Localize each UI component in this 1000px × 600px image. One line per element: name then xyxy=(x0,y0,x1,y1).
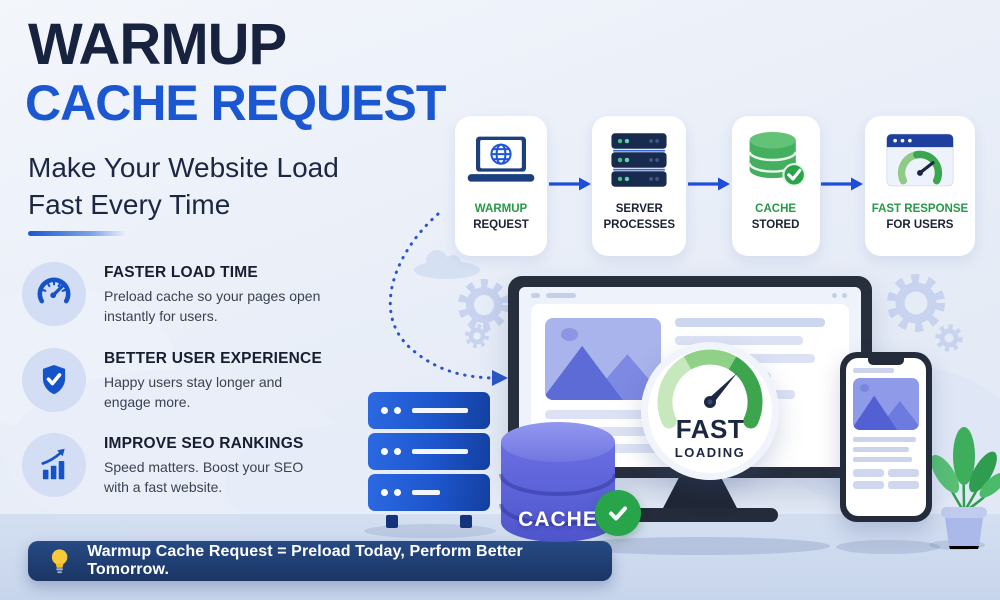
feature-title: IMPROVE SEO RANKINGS xyxy=(104,435,304,453)
flow-card-label: SERVER PROCESSES xyxy=(604,202,676,233)
feature-icon-circle xyxy=(22,347,86,412)
check-badge-icon xyxy=(595,490,641,536)
flow-label-line2: FOR USERS xyxy=(886,218,954,231)
flow-label-line2: REQUEST xyxy=(473,218,529,231)
potted-plant xyxy=(925,412,1000,550)
phone-notch xyxy=(868,358,904,365)
text-placeholder xyxy=(853,457,913,462)
text-placeholder xyxy=(853,368,894,373)
gear-icon xyxy=(458,279,510,348)
flow-card-label: WARMUP REQUEST xyxy=(473,202,529,233)
flow-card-warmup-request: WARMUP REQUEST xyxy=(455,116,547,256)
server-rack xyxy=(368,392,490,528)
feature-title: BETTER USER EXPERIENCE xyxy=(104,349,322,367)
feature-description: Preload cache so your pages open instant… xyxy=(104,288,321,325)
flow-card-label: CACHE STORED xyxy=(752,202,800,233)
flow-label-line1: FAST RESPONSE xyxy=(871,203,969,215)
speed-gauge-badge: FAST LOADING xyxy=(641,342,779,480)
browser-window-dots xyxy=(832,293,847,298)
browser-tab-pills xyxy=(531,293,576,298)
feature-description: Happy users stay longer and engage more. xyxy=(104,373,283,410)
feature-list: FASTER LOAD TIME Preload cache so your p… xyxy=(22,258,352,515)
flow-label-line1: WARMUP xyxy=(474,203,528,215)
gauge-arc-icon xyxy=(657,349,763,429)
arrow-right-icon xyxy=(821,177,864,191)
footer-banner: Warmup Cache Request = Preload Today, Pe… xyxy=(28,541,612,581)
laptop-globe-icon xyxy=(467,136,535,182)
monitor-base xyxy=(632,508,778,522)
database-check-icon xyxy=(747,131,806,187)
flow-card-fast-response: FAST RESPONSE FOR USERS xyxy=(864,116,975,256)
cache-label: CACHE xyxy=(518,508,598,531)
flow-card-cache-stored: CACHE STORED xyxy=(731,116,820,256)
flow-label-line2: STORED xyxy=(751,218,800,231)
gear-icon xyxy=(887,274,963,352)
feature-improve-seo-rankings: IMPROVE SEO RANKINGS Speed matters. Boos… xyxy=(22,429,352,498)
sun-icon xyxy=(859,384,869,393)
phone-screen xyxy=(846,358,926,516)
flow-card-icon-area xyxy=(608,128,670,192)
flow-card-server-processes: SERVER PROCESSES xyxy=(592,116,687,256)
subtitle-underline xyxy=(28,231,126,236)
shield-check-icon xyxy=(42,364,66,394)
gauge-label-loading: LOADING xyxy=(674,445,746,460)
sun-icon xyxy=(561,327,579,341)
feature-text: FASTER LOAD TIME Preload cache so your p… xyxy=(104,258,322,327)
footer-message: Warmup Cache Request = Preload Today, Pe… xyxy=(87,543,523,578)
title-line2: CACHE REQUEST xyxy=(25,75,446,131)
smartphone xyxy=(840,352,932,522)
feature-text: BETTER USER EXPERIENCE Happy users stay … xyxy=(104,344,322,413)
lightbulb-icon xyxy=(51,549,68,574)
flow-card-icon-area xyxy=(885,128,955,192)
database-cylinder-icon xyxy=(499,422,617,542)
feature-icon-circle xyxy=(22,262,86,326)
arrow-right-icon xyxy=(548,177,591,191)
server-stack-icon xyxy=(611,133,667,187)
server-unit xyxy=(368,392,490,429)
server-unit xyxy=(368,474,490,511)
feature-better-user-experience: BETTER USER EXPERIENCE Happy users stay … xyxy=(22,344,352,413)
bar-growth-icon xyxy=(41,448,65,480)
plant-icon xyxy=(930,427,1000,549)
flow-label-line2: PROCESSES xyxy=(603,218,676,231)
speedometer-icon xyxy=(37,277,71,304)
cache-database: CACHE xyxy=(498,418,641,548)
pill-placeholder-grid xyxy=(853,469,919,489)
title-line1: WARMUP xyxy=(28,12,287,77)
feature-description: Speed matters. Boost your SEO with a fas… xyxy=(104,459,304,496)
subtitle: Make Your Website Load Fast Every Time xyxy=(28,152,339,220)
flow-card-icon-area xyxy=(743,128,809,192)
text-placeholder xyxy=(853,447,910,452)
flow-card-icon-area xyxy=(466,128,536,192)
arrow-right-icon xyxy=(687,177,730,191)
text-placeholder xyxy=(853,437,916,442)
flow-label-line1: SERVER xyxy=(615,203,663,215)
feature-title: FASTER LOAD TIME xyxy=(104,264,258,281)
flow-card-label: FAST RESPONSE FOR USERS xyxy=(872,202,969,233)
image-placeholder xyxy=(853,378,919,430)
server-unit xyxy=(368,433,490,470)
cloud-icon xyxy=(414,250,480,279)
flow-steps: WARMUP REQUEST xyxy=(455,116,975,256)
server-legs xyxy=(368,515,490,528)
browser-gauge-icon xyxy=(886,133,954,187)
gauge-label-fast: FAST xyxy=(675,414,745,444)
feature-icon-circle xyxy=(22,433,86,498)
flow-label-line1: CACHE xyxy=(755,203,797,215)
feature-faster-load-time: FASTER LOAD TIME Preload cache so your p… xyxy=(22,258,352,327)
feature-text: IMPROVE SEO RANKINGS Speed matters. Boos… xyxy=(104,429,322,498)
